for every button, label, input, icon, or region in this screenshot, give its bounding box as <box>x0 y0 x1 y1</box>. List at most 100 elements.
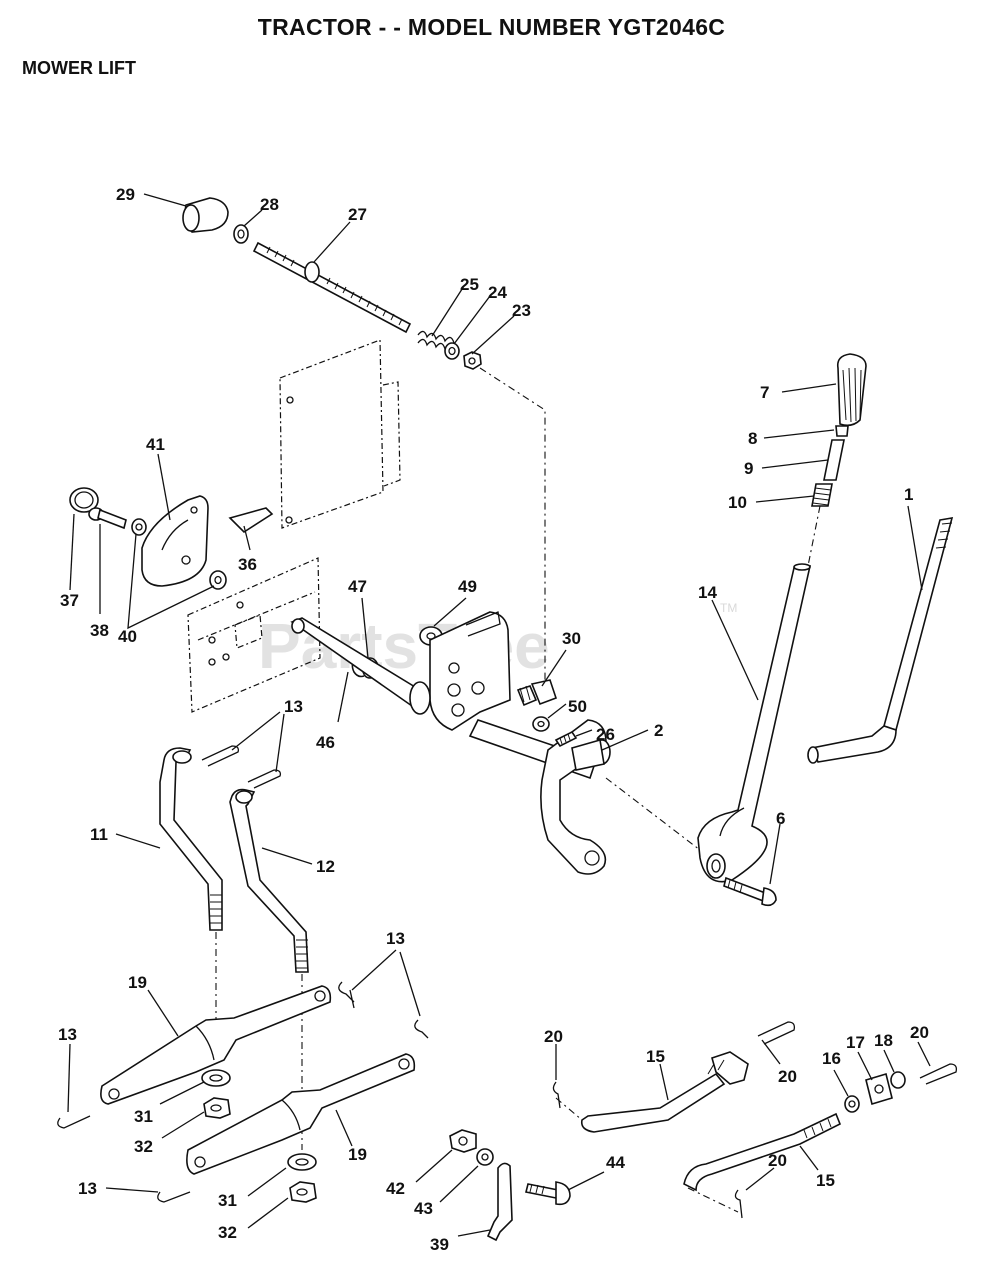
callout-18: 18 <box>874 1031 893 1050</box>
part-15-rod-upper <box>580 1051 749 1133</box>
part-10-spring <box>811 483 833 507</box>
callout-14: 14 <box>698 583 717 602</box>
part-36-clip <box>228 507 274 534</box>
callout-32-upper: 32 <box>134 1137 153 1156</box>
part-41-bracket <box>141 495 209 587</box>
part-40-washer-b <box>209 570 227 590</box>
callout-15-lower: 15 <box>816 1171 835 1190</box>
callout-7: 7 <box>760 383 769 402</box>
callout-25: 25 <box>460 275 479 294</box>
leader-lines <box>67 193 931 1237</box>
part-32-nut-a <box>203 1097 231 1119</box>
callout-27: 27 <box>348 205 367 224</box>
callout-30: 30 <box>562 629 581 648</box>
callout-43: 43 <box>414 1199 433 1218</box>
callout-2: 2 <box>654 721 663 740</box>
callout-8: 8 <box>748 429 757 448</box>
part-28-washer <box>233 224 249 244</box>
callout-12: 12 <box>316 857 335 876</box>
part-17-trunnion-block <box>865 1072 893 1106</box>
part-16-washer <box>844 1095 860 1113</box>
callout-6: 6 <box>776 809 785 828</box>
part-27-threaded-rod <box>252 241 412 334</box>
callout-44: 44 <box>606 1153 625 1172</box>
diagram-subtitle: MOWER LIFT <box>22 58 136 78</box>
callout-41: 41 <box>146 435 165 454</box>
part-13-hairpin-b <box>247 769 282 789</box>
callout-49: 49 <box>458 577 477 596</box>
part-13-hairpin-e <box>57 1115 91 1129</box>
callout-20-right: 20 <box>910 1023 929 1042</box>
assembly-line-15a <box>555 1097 583 1121</box>
callout-39: 39 <box>430 1235 449 1254</box>
part-12-lift-link <box>229 788 309 973</box>
callout-50: 50 <box>568 697 587 716</box>
part-20-hairpin-d <box>734 1189 743 1219</box>
callout-13-top: 13 <box>284 697 303 716</box>
part-9-rod <box>823 439 845 481</box>
callout-9: 9 <box>744 459 753 478</box>
part-20-hairpin-b <box>757 1021 796 1045</box>
part-26-screw <box>554 730 578 748</box>
part-37-ring <box>69 487 99 513</box>
part-8-pin <box>835 425 849 437</box>
callout-16: 16 <box>822 1049 841 1068</box>
part-13-hairpin-c <box>338 981 355 1009</box>
part-32-nut-b <box>289 1181 317 1203</box>
callout-19-upper: 19 <box>128 973 147 992</box>
callout-36: 36 <box>238 555 257 574</box>
callout-17: 17 <box>846 1033 865 1052</box>
part-6-bolt <box>723 876 777 907</box>
assembly-line-2-6 <box>605 777 701 851</box>
callout-37: 37 <box>60 591 79 610</box>
part-19-lift-arm-lower <box>186 1053 416 1175</box>
part-50-washer <box>532 716 550 732</box>
callout-13-left: 13 <box>58 1025 77 1044</box>
assembly-line-grip <box>807 505 821 567</box>
part-13-hairpin-f <box>157 1191 191 1203</box>
part-38-bolt <box>88 507 127 530</box>
callout-28: 28 <box>260 195 279 214</box>
phantom-panel-lower <box>187 557 321 713</box>
watermark-trademark: TM <box>720 601 737 615</box>
callout-40: 40 <box>118 627 137 646</box>
callout-13-mid: 13 <box>386 929 405 948</box>
callout-29: 29 <box>116 185 135 204</box>
callout-32-lower: 32 <box>218 1223 237 1242</box>
part-1-rod <box>807 517 954 764</box>
part-18-nut <box>890 1071 906 1089</box>
callout-24: 24 <box>488 283 507 302</box>
callout-31-upper: 31 <box>134 1107 153 1126</box>
callout-labels: 29 28 27 25 24 23 7 8 9 10 1 41 37 38 40… <box>58 185 929 1254</box>
callout-47: 47 <box>348 577 367 596</box>
callout-31-lower: 31 <box>218 1191 237 1210</box>
part-2-rockshaft <box>290 611 611 875</box>
part-39-bracket <box>486 1162 513 1242</box>
callout-26: 26 <box>596 725 615 744</box>
part-43-washer <box>476 1148 494 1166</box>
callout-42: 42 <box>386 1179 405 1198</box>
part-40-washer-a <box>131 518 147 536</box>
callout-20-left: 20 <box>544 1027 563 1046</box>
part-14-lift-lever <box>697 563 812 883</box>
assembly-line-15b <box>687 1187 739 1213</box>
callout-10: 10 <box>728 493 747 512</box>
callout-20-lower: 20 <box>768 1151 787 1170</box>
part-31-bushing-a <box>201 1069 231 1087</box>
callout-46: 46 <box>316 733 335 752</box>
part-19-lift-arm-upper <box>100 985 332 1105</box>
callout-19-lower: 19 <box>348 1145 367 1164</box>
part-11-lift-link <box>159 747 223 931</box>
diagram-title: TRACTOR - - MODEL NUMBER YGT2046C <box>257 14 726 40</box>
callout-13-bottom: 13 <box>78 1179 97 1198</box>
callout-11: 11 <box>90 825 108 844</box>
part-44-bolt <box>525 1181 571 1206</box>
part-24-washer <box>444 342 460 360</box>
part-23-nut <box>463 351 482 370</box>
callout-1: 1 <box>904 485 913 504</box>
part-20-hairpin-a <box>552 1081 561 1109</box>
part-31-bushing-b <box>287 1153 317 1171</box>
callout-38: 38 <box>90 621 109 640</box>
callout-20-mid: 20 <box>778 1067 797 1086</box>
